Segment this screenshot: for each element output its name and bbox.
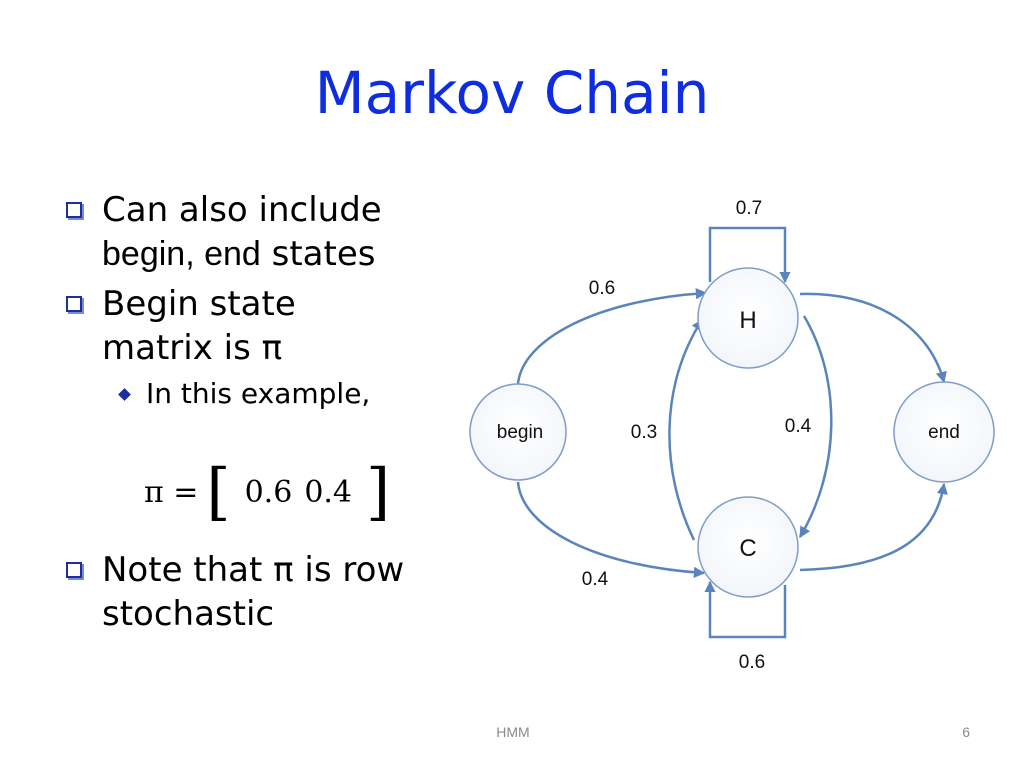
edge-label-begin-h: 0.6 — [589, 278, 615, 299]
state-begin-label: begin — [497, 422, 544, 443]
checkbox-bullet-icon — [66, 202, 82, 218]
edge-label-c-self: 0.6 — [739, 652, 765, 673]
bullet-line: Note that π is row — [102, 550, 405, 590]
state-h-node — [697, 267, 799, 369]
edge-begin-c — [516, 481, 706, 578]
bullet-text: begin, end — [102, 235, 261, 273]
edge-c-h — [668, 319, 704, 541]
bullet-list-note: Note that π is row stochastic — [62, 548, 462, 642]
state-end-label: end — [928, 422, 960, 443]
edge-begin-h — [516, 288, 708, 385]
edge-h-end — [799, 292, 947, 384]
sub-bullet-line: In this example, — [146, 377, 371, 410]
edge-h-c — [798, 315, 833, 538]
bullet-text: states — [260, 234, 376, 274]
state-end-node — [893, 381, 995, 483]
bullet-line: begin, end states — [102, 232, 462, 276]
bullet-row-stochastic: Note that π is row stochastic — [62, 548, 462, 636]
footer-title: HMM — [496, 724, 530, 740]
slide-title: Markov Chain — [314, 59, 710, 127]
edge-label-h-self: 0.7 — [736, 198, 762, 219]
edge-c-self — [704, 580, 787, 639]
bullet-begin-state: Begin state matrix is π — [62, 282, 462, 370]
bullet-line: matrix is π — [102, 328, 283, 368]
edge-label-h-c: 0.4 — [785, 416, 812, 437]
page-number: 6 — [962, 724, 970, 740]
edge-label-begin-c: 0.4 — [582, 569, 609, 590]
pi-formula: π = [ 0.6 0.4 ] — [144, 455, 398, 528]
checkbox-bullet-icon — [66, 296, 82, 312]
edge-h-self — [708, 226, 791, 284]
state-c-label: C — [739, 535, 756, 562]
state-begin-node — [469, 383, 567, 481]
state-h-label: H — [739, 307, 756, 334]
bullet-line: Begin state — [102, 284, 296, 324]
bullet-line: Can also include — [102, 190, 382, 230]
edge-label-c-h: 0.3 — [631, 422, 657, 443]
checkbox-bullet-icon — [66, 562, 82, 578]
edge-c-end — [799, 482, 948, 572]
formula-right-bracket: ] — [366, 455, 391, 528]
formula-value: 0.6 — [244, 474, 293, 510]
bullet-line: stochastic — [102, 594, 275, 634]
formula-left-bracket: [ — [206, 455, 231, 528]
bullet-begin-end: Can also include begin, end states — [62, 188, 462, 276]
formula-value: 0.4 — [304, 474, 353, 510]
state-c-node — [697, 496, 799, 598]
formula-lhs: π = — [144, 474, 199, 510]
bullet-list: Can also include begin, end states Begin… — [62, 188, 462, 412]
sub-bullet-example: In this example, — [62, 376, 462, 412]
